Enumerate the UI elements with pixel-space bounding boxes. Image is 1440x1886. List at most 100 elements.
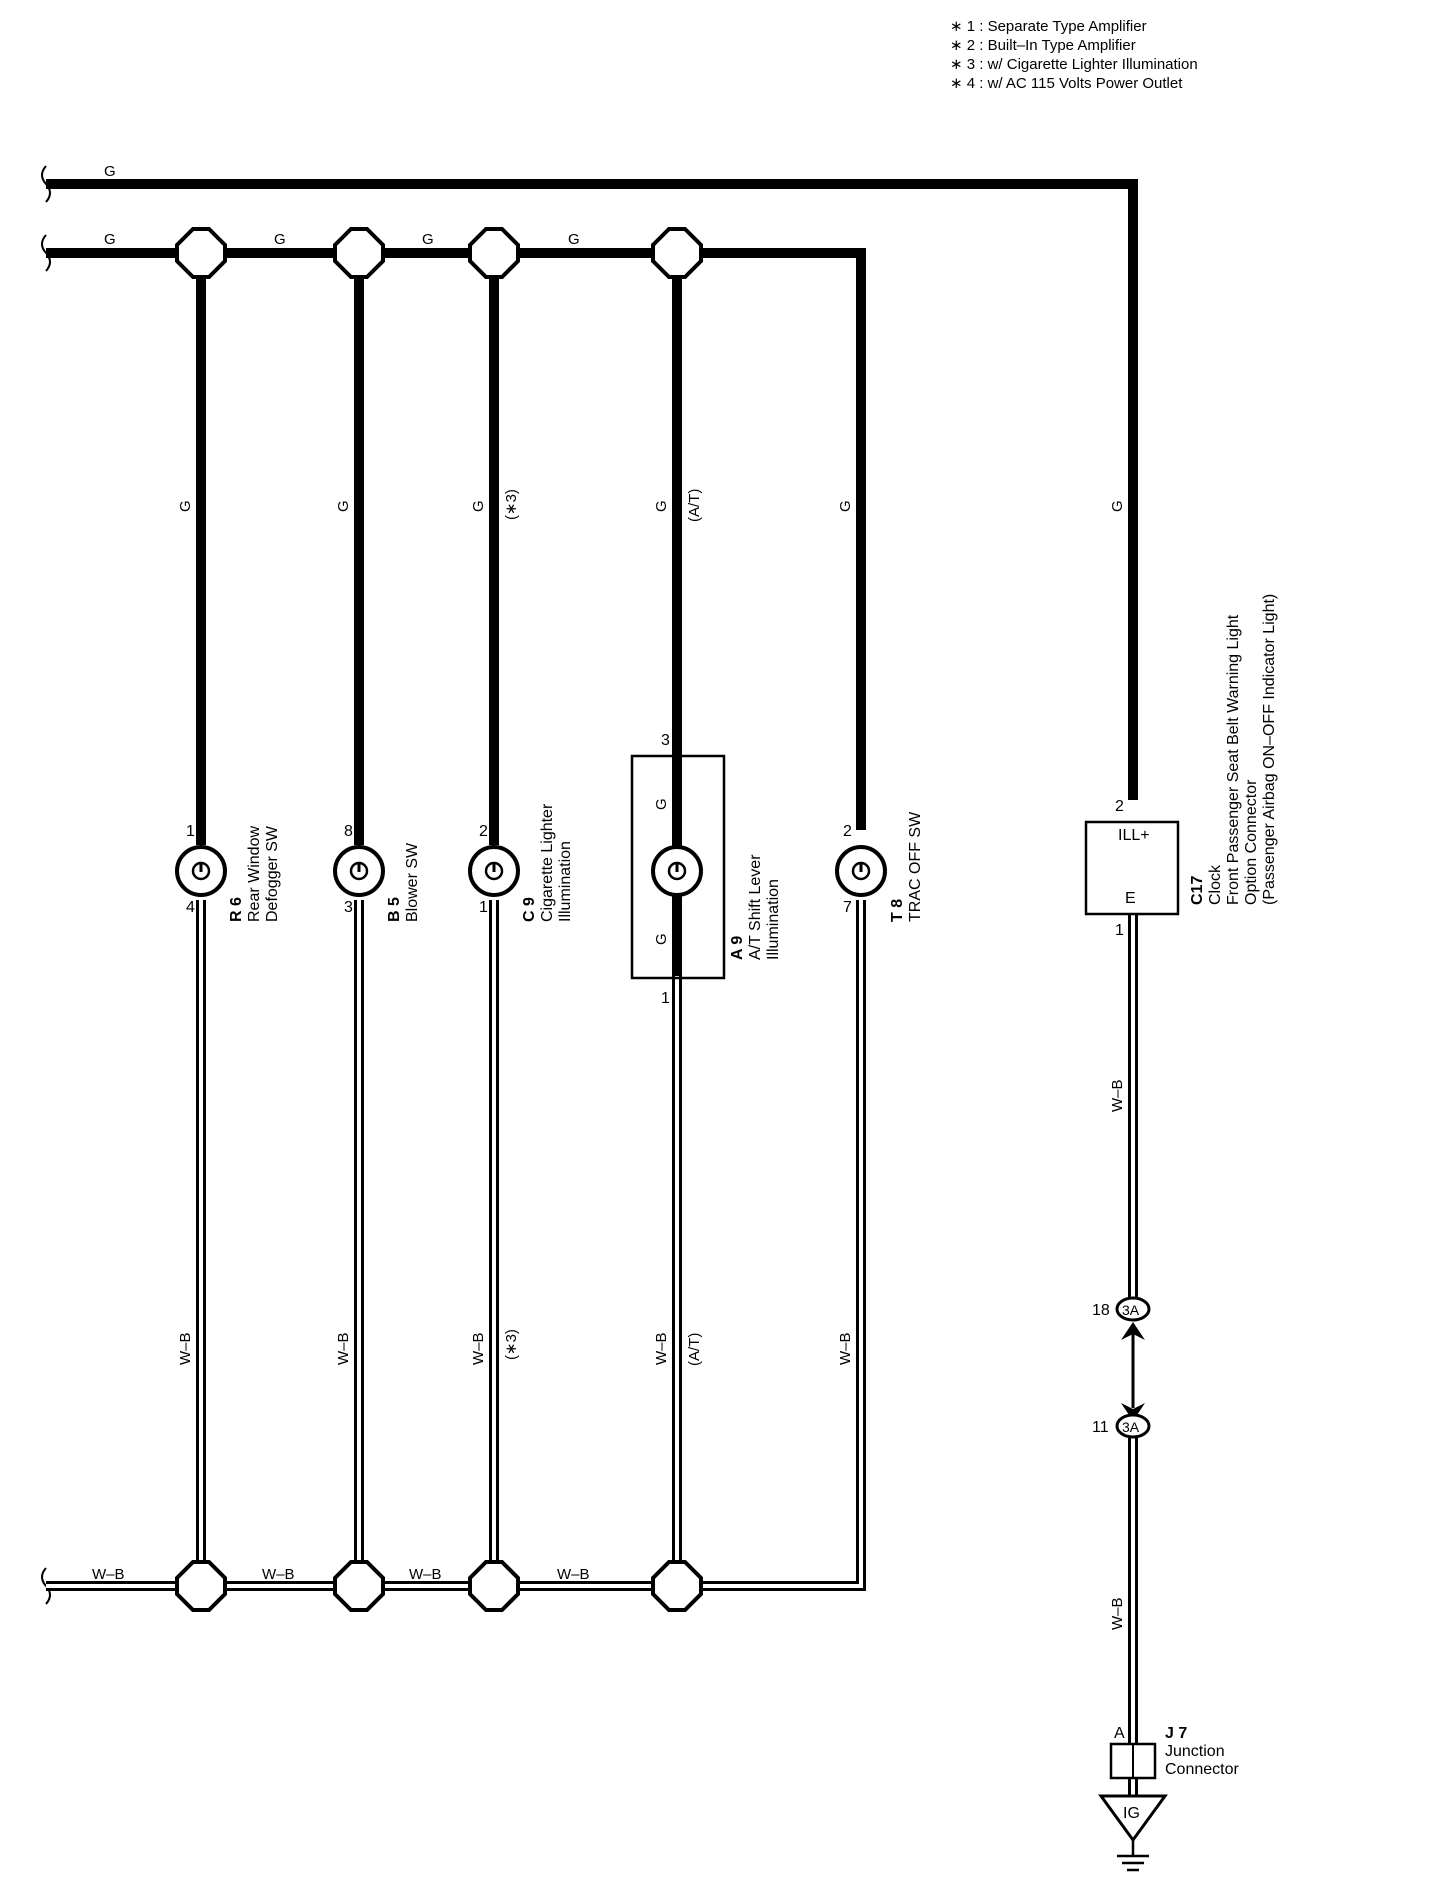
c17-name-1: Clock <box>1207 864 1224 905</box>
label-wb-c17-lower: W–B <box>1109 1597 1126 1630</box>
b5-name-1: Blower SW <box>404 842 421 922</box>
label-wb-bus-3: W–B <box>409 1566 442 1583</box>
c17-name-3: Option Connector <box>1243 779 1260 905</box>
label-cig-qualifier-g: (∗3) <box>503 489 520 520</box>
ground-label: IG <box>1123 1805 1140 1822</box>
a9-code: A 9 <box>729 936 746 960</box>
component-a9-box: G G <box>630 754 726 980</box>
c9-name-1: Cigarette Lighter <box>539 803 556 922</box>
c9-name-2: Illumination <box>557 841 574 922</box>
c17-term-ill: ILL+ <box>1118 827 1150 844</box>
label-wb-r6: W–B <box>177 1332 194 1365</box>
splice-wb-3 <box>468 1560 520 1612</box>
label-wb-bus-2: W–B <box>262 1566 295 1583</box>
lamp-b5 <box>333 845 385 897</box>
notes-legend: ∗ 1 : Separate Type Amplifier ∗ 2 : Buil… <box>950 18 1198 92</box>
c17-name-2: Front Passenger Seat Belt Warning Light <box>1225 614 1242 905</box>
note-2: ∗ 2 : Built–In Type Amplifier <box>950 37 1136 54</box>
label-g-c17: G <box>1109 500 1126 512</box>
splice-g-4 <box>651 227 703 279</box>
horizontal-wire-labels: G G G G G W–B W–B W–B W–B <box>92 163 590 1583</box>
vertical-wire-labels: G G G (∗3) G (A/T) G G W–B W–B W–B (∗3) … <box>177 489 1126 1630</box>
c17-term-e: E <box>1125 890 1136 907</box>
label-g-bus-4: G <box>568 231 580 248</box>
label-wb-a9: W–B <box>653 1332 670 1365</box>
label-cig-qualifier-wb: (∗3) <box>503 1329 520 1360</box>
splice-wb-4 <box>651 1560 703 1612</box>
pin-c9-in: 2 <box>479 823 488 840</box>
pin-t8-out: 7 <box>843 899 852 916</box>
a9-inner-g-bottom: G <box>653 933 670 945</box>
label-wb-t8: W–B <box>837 1332 854 1365</box>
ground-symbol: IG <box>1098 1794 1168 1872</box>
r6-name-2: Defogger SW <box>264 825 281 922</box>
label-g-bus-1: G <box>104 231 116 248</box>
label-wb-c9: W–B <box>470 1332 487 1365</box>
g-wires <box>46 179 1138 976</box>
c3a-upper-label: 3A <box>1122 1302 1140 1318</box>
wire-break-symbols <box>41 165 51 1605</box>
connector-3a-upper: 3A 18 <box>1092 1296 1151 1340</box>
note-4: ∗ 4 : w/ AC 115 Volts Power Outlet <box>950 75 1183 92</box>
component-labels: R 6 Rear Window Defogger SW B 5 Blower S… <box>228 594 1278 960</box>
splice-g-2 <box>333 227 385 279</box>
pin-r6-in: 1 <box>186 823 195 840</box>
wb-wires <box>46 900 1138 1796</box>
a9-name-2: Illumination <box>765 879 782 960</box>
lamp-c9 <box>468 845 520 897</box>
j7-name-2: Connector <box>1165 1761 1239 1778</box>
c3a-lower-pin: 11 <box>1092 1419 1109 1436</box>
pin-c17-in: 2 <box>1115 798 1124 815</box>
pin-a9-out: 1 <box>661 990 670 1007</box>
j7-code: J 7 <box>1165 1725 1187 1742</box>
a9-name-1: A/T Shift Lever <box>747 854 764 960</box>
splice-wb-2 <box>333 1560 385 1612</box>
pin-a9-in: 3 <box>661 732 670 749</box>
g-wire-bus <box>46 248 866 830</box>
label-at-qualifier-g: (A/T) <box>686 489 703 522</box>
label-g-bus-2: G <box>274 231 286 248</box>
a9-inner-g-top: G <box>653 798 670 810</box>
component-j7: A J 7 Junction Connector <box>1109 1725 1239 1780</box>
lamp-r6 <box>175 845 227 897</box>
label-wb-bus-1: W–B <box>92 1566 125 1583</box>
r6-code: R 6 <box>228 897 245 922</box>
t8-code: T 8 <box>889 899 906 922</box>
label-g-r6: G <box>177 500 194 512</box>
t8-name-1: TRAC OFF SW <box>907 811 924 922</box>
label-g-bus-3: G <box>422 231 434 248</box>
c17-name-4: (Passenger Airbag ON–OFF Indicator Light… <box>1261 594 1278 905</box>
c3a-lower-label: 3A <box>1122 1419 1140 1435</box>
label-wb-c17-upper: W–B <box>1109 1079 1126 1112</box>
component-c17-box: ILL+ E <box>1084 820 1180 916</box>
label-g-top: G <box>104 163 116 180</box>
note-1: ∗ 1 : Separate Type Amplifier <box>950 18 1147 35</box>
pin-r6-out: 4 <box>186 899 195 916</box>
label-g-b5: G <box>335 500 352 512</box>
pin-b5-in: 8 <box>344 823 353 840</box>
splice-g-3 <box>468 227 520 279</box>
pin-numbers: 1 4 8 3 2 1 3 1 2 7 2 1 <box>186 732 1124 1007</box>
c3a-upper-pin: 18 <box>1092 1302 1110 1319</box>
connector-3a-lower: 3A 11 <box>1092 1403 1151 1439</box>
pin-b5-out: 3 <box>344 899 353 916</box>
label-wb-b5: W–B <box>335 1332 352 1365</box>
label-wb-bus-4: W–B <box>557 1566 590 1583</box>
c17-code: C17 <box>1189 876 1206 905</box>
pin-t8-in: 2 <box>843 823 852 840</box>
c9-code: C 9 <box>521 897 538 922</box>
j7-name-1: Junction <box>1165 1743 1225 1760</box>
g-wire-top <box>46 179 1138 800</box>
lamp-t8 <box>835 845 887 897</box>
pin-c9-out: 1 <box>479 899 488 916</box>
b5-code: B 5 <box>386 897 403 922</box>
note-3: ∗ 3 : w/ Cigarette Lighter Illumination <box>950 56 1198 73</box>
splice-points <box>175 227 703 1612</box>
r6-name-1: Rear Window <box>246 826 263 922</box>
pin-c17-out: 1 <box>1115 922 1124 939</box>
label-g-a9: G <box>653 500 670 512</box>
label-at-qualifier-wb: (A/T) <box>686 1333 703 1366</box>
label-g-t8: G <box>837 500 854 512</box>
j7-pin: A <box>1114 1725 1125 1742</box>
